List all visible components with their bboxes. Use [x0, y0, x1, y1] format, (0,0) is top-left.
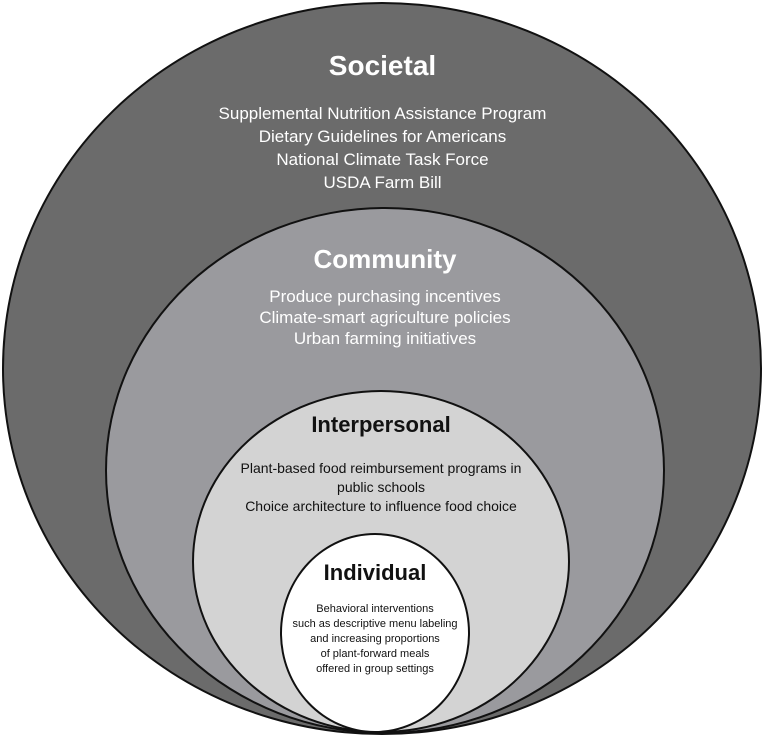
- individual-title: Individual: [323, 560, 427, 585]
- interpersonal-title: Interpersonal: [311, 412, 451, 437]
- individual-item: of plant-forward meals: [320, 648, 430, 660]
- community-item: Urban farming initiatives: [293, 329, 477, 348]
- societal-item: Dietary Guidelines for Americans: [258, 127, 507, 146]
- individual-item: such as descriptive menu labeling: [292, 618, 458, 630]
- interpersonal-item: Choice architecture to influence food ch…: [245, 498, 517, 514]
- interpersonal-item: Plant-based food reimbursement programs …: [240, 460, 522, 476]
- community-items: Produce purchasing incentives Climate-sm…: [105, 286, 665, 349]
- community-item: Produce purchasing incentives: [269, 287, 501, 306]
- community-title: Community: [313, 244, 457, 274]
- societal-item: Supplemental Nutrition Assistance Progra…: [218, 104, 547, 123]
- individual-items: Behavioral interventions such as descrip…: [280, 602, 470, 677]
- individual-item: Behavioral interventions: [316, 603, 434, 615]
- individual-item: offered in group settings: [316, 663, 434, 675]
- societal-item: National Climate Task Force: [276, 150, 489, 169]
- societal-items: Supplemental Nutrition Assistance Progra…: [0, 102, 765, 194]
- interpersonal-items: Plant-based food reimbursement programs …: [192, 459, 570, 516]
- individual-circle: [280, 533, 470, 733]
- societal-title: Societal: [328, 50, 437, 81]
- interpersonal-item: public schools: [337, 479, 425, 495]
- individual-item: and increasing proportions: [310, 633, 440, 645]
- societal-item: USDA Farm Bill: [323, 173, 442, 192]
- community-item: Climate-smart agriculture policies: [259, 308, 511, 327]
